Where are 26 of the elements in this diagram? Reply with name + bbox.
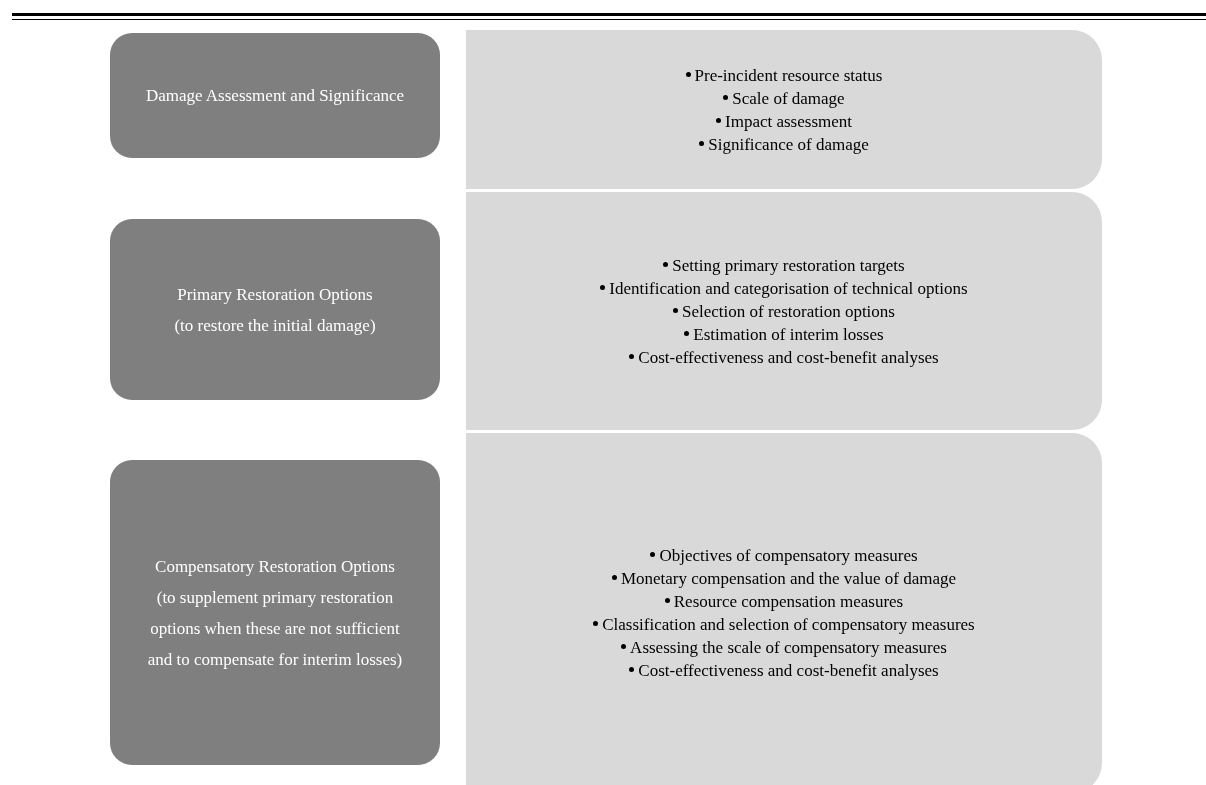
bullet-text: Identification and categorisation of technical options	[609, 277, 968, 300]
detail-panel	[466, 433, 1102, 785]
bullet-text: Objectives of compensatory measures	[659, 545, 918, 567]
bullet-text: Selection of restoration options	[682, 300, 895, 323]
bullet-text: Cost-effectiveness and cost-benefit analyses	[638, 346, 939, 369]
heading-box	[110, 460, 440, 765]
heading-text: (to restore the initial damage)	[174, 314, 376, 337]
bullet-text: Pre-incident resource status	[694, 64, 883, 87]
detail-panel	[466, 192, 1102, 430]
bullet-text: Assessing the scale of compensatory measures	[630, 637, 947, 659]
bullet-text: Classification and selection of compensatory measures	[602, 614, 975, 636]
heading-text: Compensatory Restoration Options	[155, 555, 395, 578]
bullet-text: Setting primary restoration targets	[672, 254, 905, 277]
bullet-text: Resource compensation measures	[673, 591, 904, 613]
bullet-text: Monetary compensation and the value of damage	[620, 568, 957, 590]
bullet-text: Estimation of interim losses	[693, 323, 884, 346]
bullet-text: Impact assessment	[725, 110, 852, 133]
bullet-text: Scale of damage	[732, 87, 845, 110]
detail-panel	[466, 30, 1102, 189]
bullet-text: Significance of damage	[708, 133, 869, 156]
heading-text: Primary Restoration Options	[177, 283, 373, 306]
heading-box	[110, 219, 440, 400]
bullet-text: Cost-effectiveness and cost-benefit analyses	[638, 660, 939, 682]
heading-text: (to supplement primary restoration options when these are not sufficient and to compensate for interim losses)	[146, 586, 404, 671]
heading-text: Damage Assessment and Significance	[145, 85, 405, 107]
heading-box	[110, 33, 440, 158]
